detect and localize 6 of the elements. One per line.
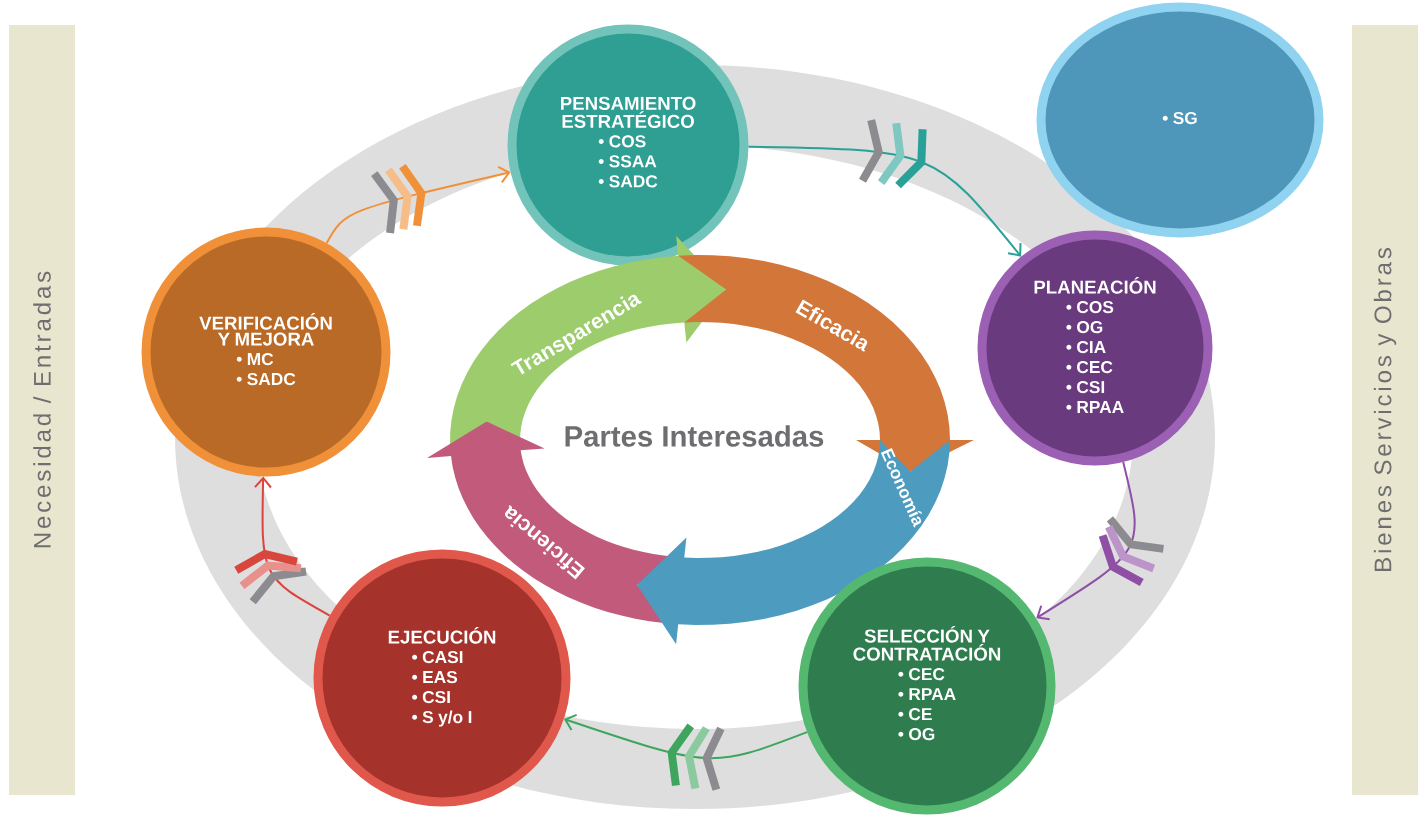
chevron-arrow — [325, 163, 511, 245]
chevron-arrow — [747, 119, 1022, 257]
chevron-arrow — [563, 713, 809, 791]
side-band: Necesidad / Entradas — [9, 25, 75, 795]
chevron-arrow — [234, 476, 331, 617]
side-band: Bienes Servicios y Obras — [1352, 25, 1418, 795]
